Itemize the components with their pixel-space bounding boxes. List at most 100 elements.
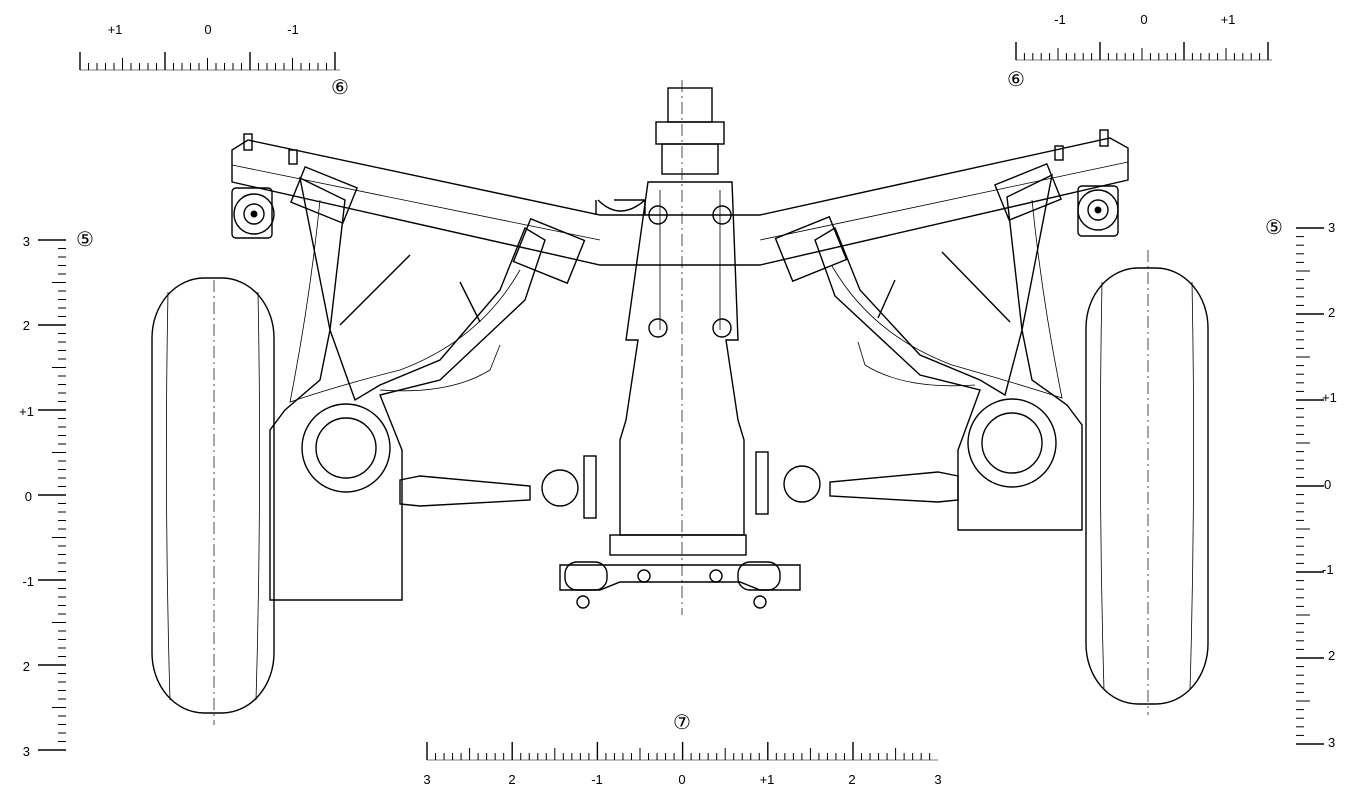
right-tire: [1085, 250, 1209, 715]
right-mount-stud-1: [1099, 129, 1109, 147]
right-arm-outline: [814, 173, 1083, 531]
input-flange: [655, 121, 725, 145]
rear-suspension-assembly: [151, 80, 1209, 725]
scale-bottom-label-5: +1: [760, 772, 775, 787]
right-body-mount: [1054, 129, 1119, 237]
diff-nut-right: [753, 595, 767, 609]
crossmember-outline: [231, 137, 1129, 266]
left-tire-sidewall: [166, 291, 171, 701]
right-tire-sidewall: [1100, 281, 1105, 691]
right-mount-bushing-outer: [1077, 189, 1119, 231]
scale-top-right-label-1: -1: [1054, 12, 1066, 27]
right-mount-bushing-inner: [1087, 199, 1109, 221]
left-tire-outline: [151, 277, 275, 714]
yoke: [661, 143, 719, 175]
tube-bolt-2: [712, 205, 732, 225]
scale-right-label-1: 3: [1328, 220, 1335, 235]
right-arm-strut: [941, 251, 1011, 323]
scale-bottom: ⑦ 3 2 -1 0 +1 2 3: [423, 712, 941, 787]
left-mount-bracket: [231, 187, 273, 239]
left-arm-strut: [339, 254, 411, 326]
scale-bottom-label-6: 2: [848, 772, 855, 787]
left-hub-outer: [301, 403, 391, 493]
crossmember-center-bracket: [595, 199, 646, 215]
differential-base: [609, 534, 747, 556]
tube-bolt-1: [648, 205, 668, 225]
scale-bottom-label-1: 3: [423, 772, 430, 787]
diff-mount-right: [737, 561, 781, 591]
right-shaft-body: [829, 471, 959, 503]
scale-left-label-4: 0: [25, 489, 32, 504]
right-shaft-flange: [755, 451, 769, 515]
right-brake-line: [857, 341, 976, 387]
scale-top-left-ticks: [79, 52, 340, 71]
scale-left-ticks: [38, 239, 66, 751]
right-mount-stud-2: [1054, 145, 1064, 161]
scale-left: ⑤ 3 2 +1 0 -1 2 3: [19, 229, 94, 759]
scale-top-left-label-2: 0: [204, 22, 211, 37]
left-arm-web: [289, 199, 521, 403]
scale-bottom-ticks: [426, 742, 938, 761]
left-arm-tab: [459, 281, 481, 323]
scale-top-right: -1 0 +1 ⑥: [1007, 12, 1272, 91]
left-mount-bushing-outer: [233, 193, 275, 235]
scale-left-label-1: 3: [23, 234, 30, 249]
left-tire: [151, 277, 275, 725]
scale-right-marker: ⑤: [1265, 217, 1283, 239]
left-trailing-arm: [269, 165, 586, 601]
scale-top-left: +1 0 -1 ⑥: [79, 22, 349, 99]
tube-bolt-4: [712, 318, 732, 338]
tube-bolt-3: [648, 318, 668, 338]
differential-mount-bar: [559, 564, 801, 591]
right-arm-front-pivot: [994, 162, 1062, 222]
left-mount-stud-1: [243, 133, 253, 151]
scale-right-label-7: 3: [1328, 735, 1335, 750]
scale-bottom-marker: ⑦: [673, 712, 691, 734]
left-arm-outline: [269, 176, 546, 601]
left-shaft-body: [399, 475, 531, 507]
right-hub-outer: [967, 398, 1057, 488]
scale-right-label-2: 2: [1328, 305, 1335, 320]
right-trailing-arm: [774, 162, 1083, 531]
right-tire-sidewall-inner: [1189, 281, 1194, 691]
diff-mount-hole-right: [709, 569, 723, 583]
scale-left-label-5: -1: [22, 574, 34, 589]
torque-tube-and-differential: [559, 87, 801, 609]
left-mount-bolt: [250, 210, 258, 218]
left-shaft-flange: [583, 455, 597, 519]
scale-right-ticks: [1296, 227, 1324, 745]
scale-left-label-3: +1: [19, 404, 34, 419]
scale-left-label-6: 2: [23, 659, 30, 674]
scale-left-label-7: 3: [23, 744, 30, 759]
crossmember-edge: [231, 161, 1129, 241]
left-cv-joint: [541, 469, 579, 507]
left-tire-sidewall-inner: [255, 291, 260, 701]
scale-top-left-label-3: -1: [287, 22, 299, 37]
scale-left-label-2: 2: [23, 318, 30, 333]
scale-top-right-label-3: +1: [1221, 12, 1236, 27]
right-hub-inner: [981, 412, 1043, 474]
left-hub-inner: [315, 417, 377, 479]
scale-bottom-label-2: 2: [508, 772, 515, 787]
left-mount-bushing-inner: [243, 203, 265, 225]
left-arm-rear-pivot: [512, 217, 586, 285]
scale-top-right-ticks: [1015, 42, 1272, 61]
scale-top-left-label-1: +1: [108, 22, 123, 37]
left-body-mount: [231, 133, 298, 239]
left-mount-stud-2: [288, 149, 298, 165]
diff-nut-left: [576, 595, 590, 609]
left-arm-front-pivot: [290, 165, 358, 225]
scale-left-marker: ⑤: [76, 229, 94, 251]
diff-mount-hole-left: [637, 569, 651, 583]
input-shaft: [667, 87, 713, 123]
right-cv-joint: [783, 465, 821, 503]
scale-top-right-label-2: 0: [1140, 12, 1147, 27]
right-tire-outline: [1085, 267, 1209, 705]
scale-right-label-6: 2: [1328, 648, 1335, 663]
right-mount-bolt: [1094, 206, 1102, 214]
left-drive-shaft: [399, 455, 597, 519]
crossmember: [231, 137, 1129, 266]
scale-right-label-4: 0: [1324, 477, 1331, 492]
scale-bottom-label-7: 3: [934, 772, 941, 787]
